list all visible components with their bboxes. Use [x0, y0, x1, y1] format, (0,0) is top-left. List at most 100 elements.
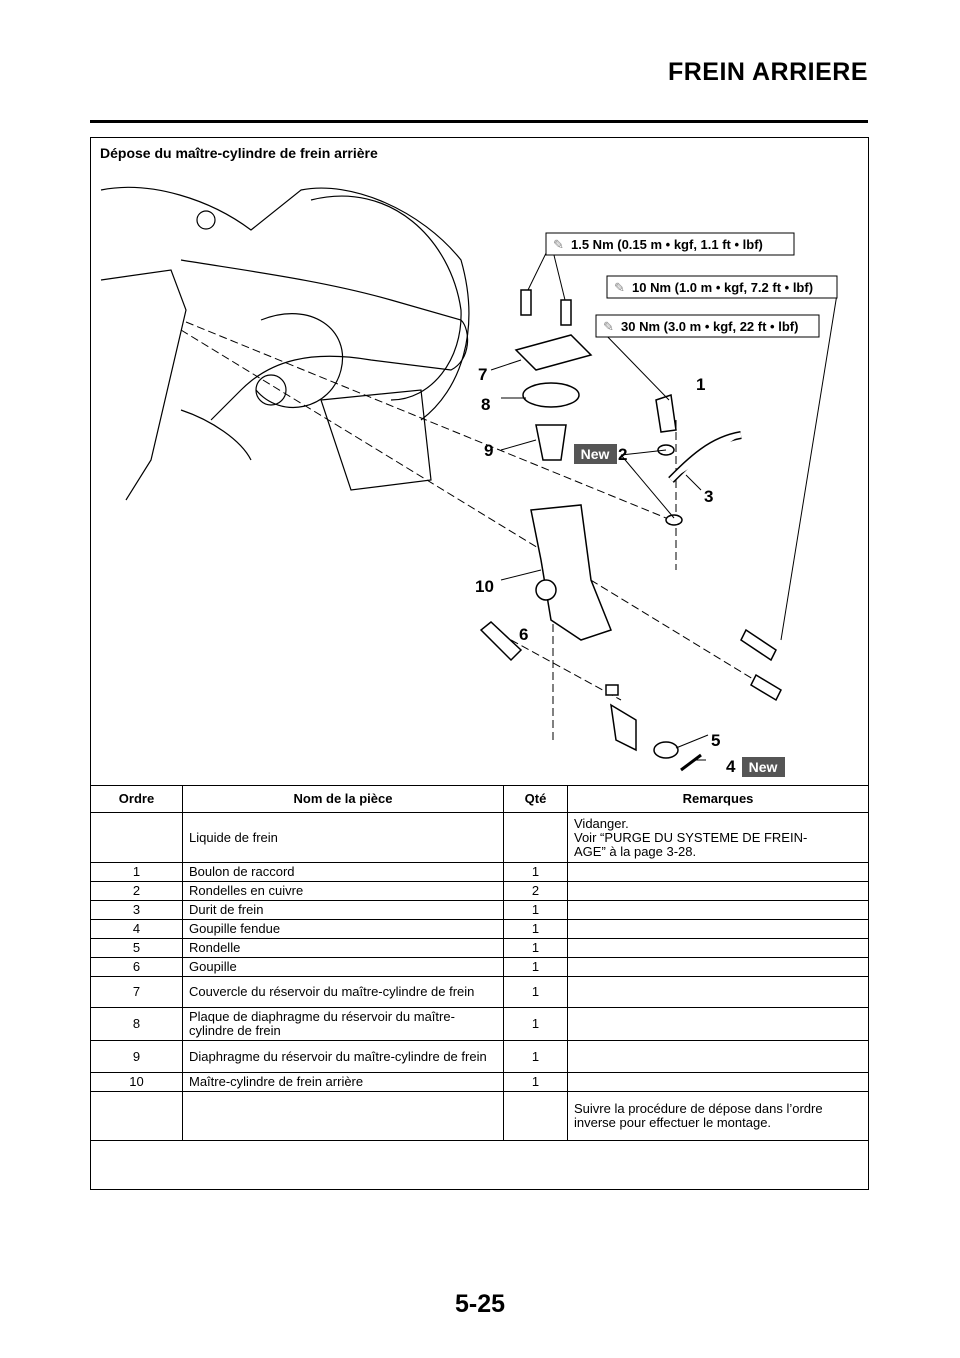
- callout-10: 10: [475, 577, 494, 596]
- cell-name: Goupille fendue: [182, 919, 504, 939]
- callout-3: 3: [704, 487, 713, 506]
- table-header: Ordre Nom de la pièce Qté Remarques: [90, 785, 869, 813]
- assembly-axes: [180, 321, 772, 740]
- cell-remarks: [567, 938, 869, 958]
- table-row: Liquide de frein Vidanger. Voir “PURGE DU…: [90, 812, 869, 863]
- cell-name: Diaphragme du réservoir du maître-cylind…: [182, 1040, 504, 1073]
- screw-part: [520, 289, 532, 316]
- callout-7: 7: [478, 365, 487, 384]
- cell-order: 10: [90, 1072, 183, 1092]
- callout-8: 8: [481, 395, 490, 414]
- cell-name: Rondelle: [182, 938, 504, 958]
- cell-qty: 1: [503, 957, 568, 977]
- cell-qty: [503, 812, 568, 863]
- torque-label-3: ✎ 30 Nm (3.0 m • kgf, 22 ft • lbf): [595, 314, 820, 338]
- cell-remarks: Vidanger. Voir “PURGE DU SYSTEME DE FREI…: [567, 812, 869, 863]
- callout-5: 5: [711, 731, 720, 750]
- cell-order: [90, 1091, 183, 1141]
- cell-qty: 1: [503, 900, 568, 920]
- cell-remarks: [567, 1072, 869, 1092]
- cell-remarks: [567, 919, 869, 939]
- callouts: 1 2 3 4 5 6 7 8 9 10 New New: [475, 365, 785, 777]
- cell-qty: 1: [503, 919, 568, 939]
- cell-name: Boulon de raccord: [182, 862, 504, 882]
- cell-order: 2: [90, 881, 183, 901]
- callout-4: 4: [726, 757, 736, 776]
- parts-table: Ordre Nom de la pièce Qté Remarques Liqu…: [90, 785, 869, 1141]
- cell-qty: 1: [503, 862, 568, 882]
- torque-wrench-icon: ✎: [614, 280, 625, 295]
- diaphragm-plate: [522, 382, 580, 408]
- torque-labels: ✎ 1.5 Nm (0.15 m • kgf, 1.1 ft • lbf) ✎ …: [545, 232, 838, 338]
- cell-name: [182, 1091, 504, 1141]
- svg-text:New: New: [581, 446, 610, 462]
- cell-name: Couvercle du réservoir du maître-cylindr…: [182, 976, 504, 1008]
- torque-wrench-icon: ✎: [603, 319, 614, 334]
- torque-wrench-icon: ✎: [553, 237, 564, 252]
- new-badge: New: [574, 444, 617, 464]
- diaphragm: [535, 424, 567, 461]
- cell-order: 5: [90, 938, 183, 958]
- header-rule: [90, 120, 868, 123]
- col-qty: Qté: [503, 785, 568, 813]
- cell-qty: 2: [503, 881, 568, 901]
- cell-name: Rondelles en cuivre: [182, 881, 504, 901]
- table-row: Suivre la procédure de dépose dans l’ord…: [90, 1091, 869, 1141]
- screw-part: [560, 299, 572, 326]
- cell-order: 7: [90, 976, 183, 1008]
- cell-order: 1: [90, 862, 183, 882]
- cell-order: 8: [90, 1007, 183, 1041]
- cell-qty: 1: [503, 976, 568, 1008]
- cell-remarks: [567, 881, 869, 901]
- cell-remarks: [567, 900, 869, 920]
- cell-order: 9: [90, 1040, 183, 1073]
- figure-title: Dépose du maître-cylindre de frein arriè…: [100, 145, 378, 161]
- torque-value: 30 Nm (3.0 m • kgf, 22 ft • lbf): [621, 319, 798, 334]
- reservoir-cover: [514, 334, 593, 371]
- cell-qty: 1: [503, 938, 568, 958]
- cell-remarks: [567, 862, 869, 882]
- engine-background-drawing: [100, 186, 470, 501]
- torque-label-1: ✎ 1.5 Nm (0.15 m • kgf, 1.1 ft • lbf): [545, 232, 795, 256]
- col-remarks: Remarques: [567, 785, 869, 813]
- svg-text:New: New: [749, 759, 778, 775]
- cell-name: Durit de frein: [182, 900, 504, 920]
- callout-6: 6: [519, 625, 528, 644]
- cell-remarks: [567, 1007, 869, 1041]
- cell-name: Goupille: [182, 957, 504, 977]
- master-cylinder: [530, 504, 612, 641]
- cell-order: [90, 812, 183, 863]
- callout-9: 9: [484, 441, 493, 460]
- cell-remarks: [567, 976, 869, 1008]
- cell-name: Liquide de frein: [182, 812, 504, 863]
- cell-qty: [503, 1091, 568, 1141]
- cell-remarks: [567, 1040, 869, 1073]
- exploded-diagram: ✎ 1.5 Nm (0.15 m • kgf, 1.1 ft • lbf) ✎ …: [100, 186, 838, 777]
- callout-1: 1: [696, 375, 705, 394]
- callout-2: 2: [618, 445, 627, 464]
- figure-frame: [90, 137, 869, 1190]
- torque-value: 10 Nm (1.0 m • kgf, 7.2 ft • lbf): [632, 280, 813, 295]
- col-order: Ordre: [90, 785, 183, 813]
- cell-qty: 1: [503, 1040, 568, 1073]
- torque-value: 1.5 Nm (0.15 m • kgf, 1.1 ft • lbf): [571, 237, 763, 252]
- cell-qty: 1: [503, 1072, 568, 1092]
- torque-label-2: ✎ 10 Nm (1.0 m • kgf, 7.2 ft • lbf): [606, 275, 838, 299]
- union-bolt: [655, 394, 677, 433]
- cell-remarks: [567, 957, 869, 977]
- cell-name: Plaque de diaphragme du réservoir du maî…: [182, 1007, 504, 1041]
- cell-order: 4: [90, 919, 183, 939]
- cell-remarks: Suivre la procédure de dépose dans l’ord…: [567, 1091, 869, 1141]
- pin: [479, 621, 523, 662]
- cell-qty: 1: [503, 1007, 568, 1041]
